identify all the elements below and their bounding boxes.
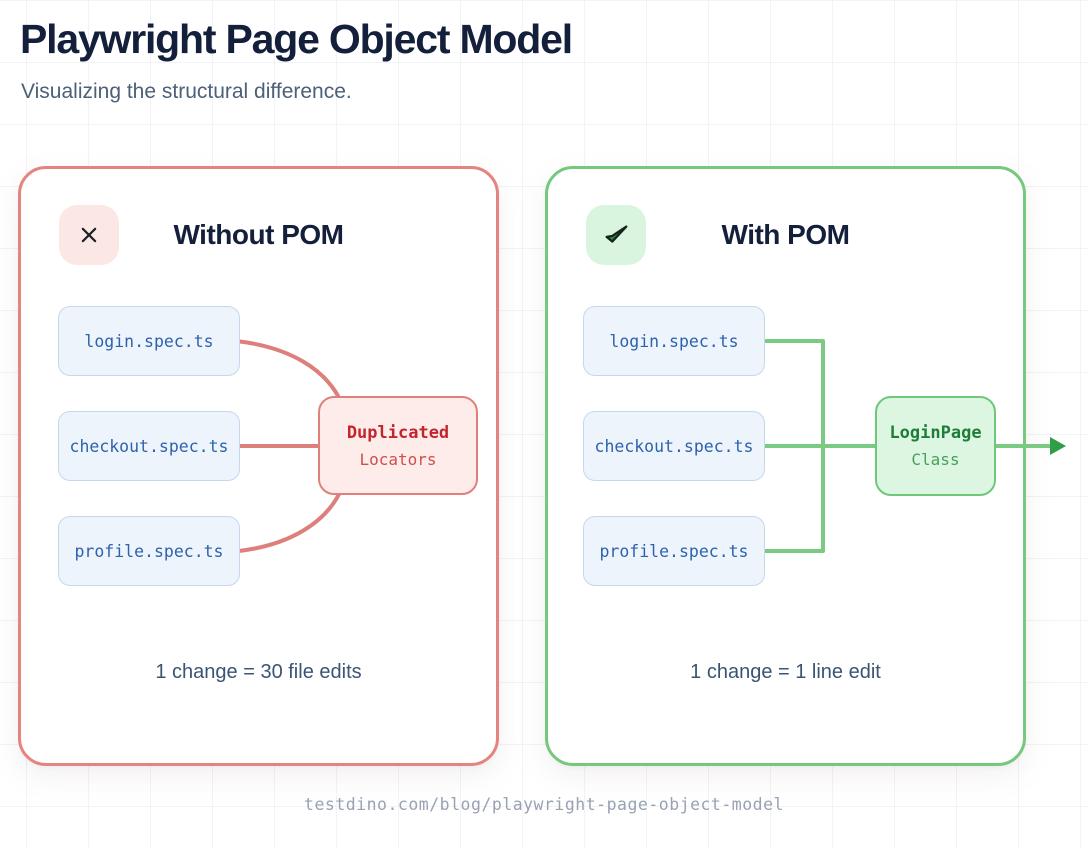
x-icon (59, 205, 119, 265)
duplicated-locators-node: Duplicated Locators (318, 396, 478, 495)
check-icon (586, 205, 646, 265)
panel-title-with-pom: With POM (721, 219, 850, 250)
file-node-login-spec: login.spec.ts (58, 306, 240, 376)
panel-with-pom: With POM login.spec.ts checkout.spec.ts … (545, 166, 1066, 766)
green-connector-lines (763, 339, 1066, 553)
node-title: LoginPage (889, 423, 982, 443)
panel-title-without-pom: Without POM (173, 219, 344, 250)
file-node-checkout-spec: checkout.spec.ts (583, 411, 765, 481)
page-title: Playwright Page Object Model (20, 16, 573, 62)
page-subtitle: Visualizing the structural difference. (21, 80, 352, 103)
file-node-checkout-spec: checkout.spec.ts (58, 411, 240, 481)
file-node-profile-spec: profile.spec.ts (583, 516, 765, 586)
loginpage-class-node: LoginPage Class (875, 396, 996, 496)
caption-without-pom: 1 change = 30 file edits (155, 661, 362, 683)
footer-url: testdino.com/blog/playwright-page-object… (304, 795, 784, 814)
node-subtitle: Class (911, 450, 960, 469)
caption-with-pom: 1 change = 1 line edit (690, 661, 881, 683)
arrowhead-icon (1050, 437, 1066, 455)
node-title: Duplicated (346, 422, 450, 443)
panel-without-pom: Without POM login.spec.ts checkout.spec.… (18, 166, 499, 766)
red-connector-lines (234, 339, 344, 553)
node-subtitle: Locators (359, 449, 437, 469)
file-node-login-spec: login.spec.ts (583, 306, 765, 376)
file-node-profile-spec: profile.spec.ts (58, 516, 240, 586)
